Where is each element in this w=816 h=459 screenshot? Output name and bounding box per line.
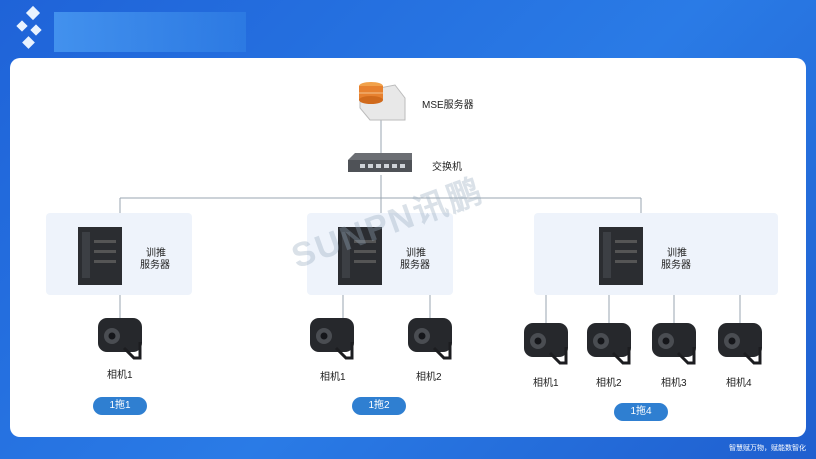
camera-icon [652,323,696,365]
camera-icon [408,318,452,360]
badge-1to4: 1拖4 [614,403,668,421]
badge-1to1: 1拖1 [93,397,147,415]
group1-server-label-2: 服务器 [140,260,170,271]
camera-icon [98,318,142,360]
switch-label: 交换机 [432,162,462,173]
connector-lines [119,120,741,323]
server-database-icon [359,82,406,121]
g3-camera-label-4: 相机4 [726,378,752,389]
group1-server-label-1: 训推 [146,248,166,259]
camera-icon [310,318,354,360]
camera-icon [587,323,631,365]
network-switch-icon [348,153,412,172]
g2-camera-label-1: 相机1 [320,372,346,383]
camera-icon [524,323,568,365]
g3-camera-label-3: 相机3 [661,378,687,389]
camera-icon [718,323,762,365]
camera-icons [98,318,762,365]
group2-server-label-1: 训推 [406,248,426,259]
footer-slogan: 智慧赋万物，赋能数智化 [729,445,806,452]
g1-camera-label-1: 相机1 [107,370,133,381]
group2-server-label-2: 服务器 [400,260,430,271]
group3-server-label-2: 服务器 [661,260,691,271]
page-title-bar [54,12,246,52]
g2-camera-label-2: 相机2 [416,372,442,383]
g3-camera-label-2: 相机2 [596,378,622,389]
server-label: MSE服务器 [422,100,474,111]
training-server-icon-3 [599,227,643,285]
training-server-icon-1 [78,227,122,285]
group-box-3 [534,213,778,295]
badge-1to2: 1拖2 [352,397,406,415]
training-server-icon-2 [338,227,382,285]
g3-camera-label-1: 相机1 [533,378,559,389]
group3-server-label-1: 训推 [667,248,687,259]
